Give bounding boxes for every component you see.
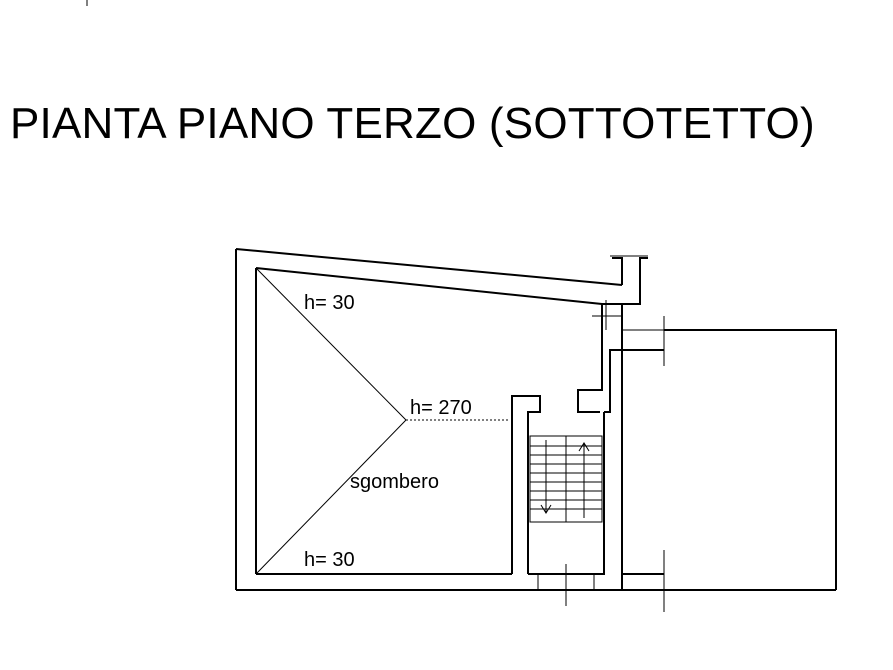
- adjacent-unit: [621, 316, 837, 612]
- room-label: sgombero: [350, 471, 439, 493]
- stair-direction-arrows: [540, 440, 590, 518]
- stair-treads-left: [530, 445, 566, 510]
- height-label-top: h= 30: [304, 292, 355, 314]
- stairwell: [511, 395, 605, 606]
- height-label-bottom: h= 30: [304, 549, 355, 571]
- attic-room-walls: [235, 248, 836, 591]
- height-label-ridge: h= 270: [410, 397, 472, 419]
- plan-title: PIANTA PIANO TERZO (SOTTOTETTO): [10, 99, 815, 148]
- roof-ridge-lines: [255, 267, 510, 575]
